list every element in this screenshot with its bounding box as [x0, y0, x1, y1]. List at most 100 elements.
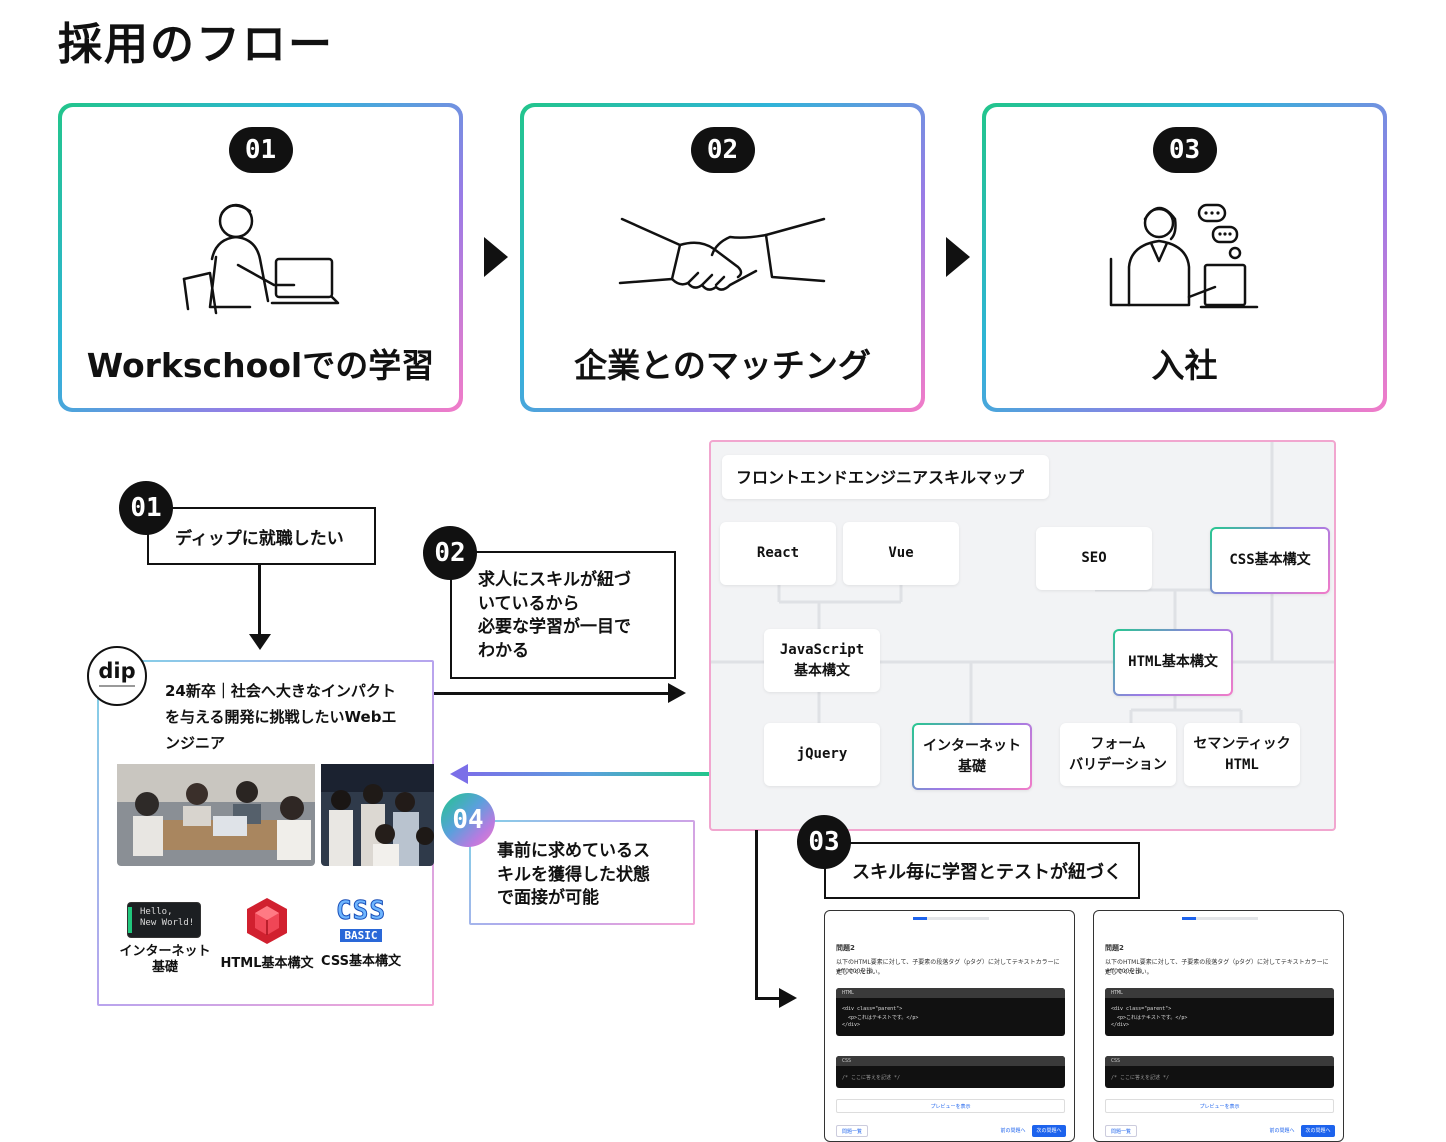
- job-title-line: を与える開発に挑戦したいWebエ: [165, 708, 397, 726]
- flow-step-04-line: 事前に求めているス: [497, 841, 650, 861]
- step-number-3: 03: [1152, 127, 1217, 173]
- flow-arrow-down: [755, 830, 758, 1000]
- skill-node-line: 基本構文: [794, 662, 850, 679]
- badge-text: Hello,: [140, 907, 173, 917]
- quiz-screen-1: 問題2 以下のHTML要素に対して、子要素の段落タグ（pタグ）に対してテキストカ…: [824, 910, 1075, 1142]
- flow-arrow-right: [434, 692, 670, 695]
- skill-node-line: セマンティック: [1193, 735, 1291, 752]
- prev-question-button[interactable]: 前の問題へ: [1000, 1128, 1026, 1134]
- flow-step-01-text: ディップに就職したい: [175, 528, 344, 549]
- skill-node-seo[interactable]: SEO: [1036, 527, 1152, 590]
- flow-step-02-badge: 02: [423, 526, 477, 580]
- css-code-editor[interactable]: CSS /* ここに答えを記述 */: [1105, 1056, 1334, 1088]
- question-list-button[interactable]: 問題一覧: [836, 1125, 868, 1137]
- html-gem-icon: [247, 898, 287, 944]
- quiz-progress-bar: [913, 917, 989, 920]
- preview-button[interactable]: プレビューを表示: [1105, 1099, 1334, 1113]
- step-label-3: 入社: [1151, 346, 1218, 385]
- flow-step-04-badge: 04: [441, 793, 495, 847]
- dip-logo-text: dip: [98, 659, 136, 683]
- skill-node-line: 基礎: [958, 758, 986, 775]
- code-line: /* ここに答えを記述 */: [1111, 1075, 1170, 1081]
- next-arrow-icon: [484, 237, 508, 277]
- quiz-desc: 定してください。: [836, 969, 884, 976]
- code-line: </div>: [1111, 1022, 1130, 1028]
- flow-step-03-box: スキル毎に学習とテストが紐づく: [824, 842, 1140, 899]
- flow-step-04-line: キルを獲得した状態: [497, 864, 650, 885]
- skill-node-line: インターネット: [923, 737, 1021, 754]
- code-editor-label: HTML: [1111, 990, 1124, 996]
- badge-text: BASIC: [340, 929, 382, 942]
- skill-node-react[interactable]: React: [720, 522, 836, 585]
- step-number-1: 01: [228, 127, 293, 173]
- quiz-desc: 定してください。: [1105, 969, 1153, 976]
- arrow-head-icon: [249, 634, 271, 650]
- job-posting-card[interactable]: 24新卒｜社会へ大きなインパクト を与える開発に挑戦したいWebエ ンジニア: [97, 660, 434, 1006]
- quiz-desc: 以下のHTML要素に対して、子要素の段落タグ（pタグ）に対してテキストカラーに#…: [836, 959, 1060, 975]
- skill-label-html: HTML基本構文: [220, 956, 314, 971]
- skill-node-html[interactable]: HTML基本構文: [1113, 629, 1233, 696]
- badge-text: New World!: [140, 918, 195, 928]
- flow-step-03-badge: 03: [797, 815, 851, 869]
- skill-map-title: フロントエンドエンジニアスキルマップ: [722, 455, 1049, 499]
- quiz-question: 問題2: [836, 944, 855, 952]
- question-list-button[interactable]: 問題一覧: [1105, 1125, 1137, 1137]
- skill-label-css: CSS基本構文: [321, 954, 401, 969]
- flow-step-02-line: いているから: [478, 593, 580, 614]
- skill-node-jquery[interactable]: jQuery: [764, 723, 880, 786]
- skill-node-internet[interactable]: インターネット 基礎: [912, 723, 1032, 790]
- skill-label-line: 基礎: [151, 960, 178, 975]
- skill-node-line: バリデーション: [1069, 756, 1167, 773]
- code-editor-label: CSS: [842, 1058, 852, 1064]
- quiz-question: 問題2: [1105, 944, 1124, 952]
- preview-button[interactable]: プレビューを表示: [836, 1099, 1065, 1113]
- prev-question-button[interactable]: 前の問題へ: [1269, 1128, 1295, 1134]
- flow-step-04-line: で面接が可能: [497, 888, 599, 908]
- step-card-3: 03 入社: [982, 103, 1387, 412]
- code-line: /* ここに答えを記述 */: [842, 1075, 901, 1081]
- skill-map-panel: フロントエンドエンジニアスキルマップ React Vue SEO CSS基本構文…: [709, 440, 1336, 831]
- step-number-2: 02: [690, 127, 755, 173]
- quiz-progress-fill: [913, 917, 927, 920]
- quiz-screen-2: 問題2 以下のHTML要素に対して、子要素の段落タグ（pタグ）に対してテキストカ…: [1093, 910, 1344, 1142]
- office-worker-icon: [1109, 203, 1258, 309]
- arrow-head-icon: [450, 764, 468, 784]
- flow-step-02-line: 必要な学習が一目で: [478, 617, 631, 637]
- team-meeting-photo: [117, 764, 315, 866]
- html-code-editor[interactable]: HTML <div class="parent"> <p>これはテキストです。<…: [1105, 988, 1334, 1036]
- arrow-head-icon: [779, 988, 797, 1008]
- step-card-1: 01 Workschoolでの学習: [58, 103, 463, 412]
- skill-node-css[interactable]: CSS基本構文: [1210, 527, 1330, 594]
- css-basic-badge-icon: CSS BASIC: [321, 898, 401, 942]
- flow-arrow-down: [258, 565, 261, 637]
- skill-node-line: HTML: [1225, 756, 1259, 773]
- flow-step-04-box: 事前に求めているス キルを獲得した状態 で面接が可能: [469, 820, 695, 925]
- job-title-line: ンジニア: [165, 734, 226, 752]
- skill-node-line: フォーム: [1090, 735, 1146, 752]
- badge-text: CSS: [336, 896, 386, 926]
- skill-label-internet: インターネット 基礎: [113, 944, 217, 976]
- skill-node-vue[interactable]: Vue: [843, 522, 959, 585]
- step-label-1: Workschoolでの学習: [86, 346, 435, 385]
- flow-step-01-badge: 01: [119, 481, 173, 535]
- code-editor-label: CSS: [1111, 1058, 1121, 1064]
- code-editor-label: HTML: [842, 990, 855, 996]
- job-title-line: 24新卒｜社会へ大きなインパクト: [165, 682, 396, 700]
- dip-logo: dip: [87, 646, 147, 706]
- flow-arrow-right: [755, 997, 781, 1000]
- skill-node-form-validation[interactable]: フォーム バリデーション: [1060, 723, 1176, 786]
- quiz-progress-fill: [1182, 917, 1196, 920]
- css-code-editor[interactable]: CSS /* ここに答えを記述 */: [836, 1056, 1065, 1088]
- skill-node-javascript[interactable]: JavaScript 基本構文: [764, 629, 880, 692]
- step-card-2: 02 企業とのマッチング: [520, 103, 925, 412]
- flow-arrow-left: [466, 772, 710, 776]
- logo-tagline-line: [99, 685, 135, 687]
- flow-step-02-line: わかる: [478, 640, 529, 661]
- next-question-button[interactable]: 次の問題へ: [1301, 1125, 1335, 1137]
- flow-step-03-text: スキル毎に学習とテストが紐づく: [852, 861, 1122, 883]
- skill-node-semantic-html[interactable]: セマンティック HTML: [1184, 723, 1300, 786]
- html-code-editor[interactable]: HTML <div class="parent"> <p>これはテキストです。<…: [836, 988, 1065, 1036]
- team-group-photo: [321, 764, 434, 866]
- flow-step-02-line: 求人にスキルが紐づ: [478, 570, 631, 590]
- next-question-button[interactable]: 次の問題へ: [1032, 1125, 1066, 1137]
